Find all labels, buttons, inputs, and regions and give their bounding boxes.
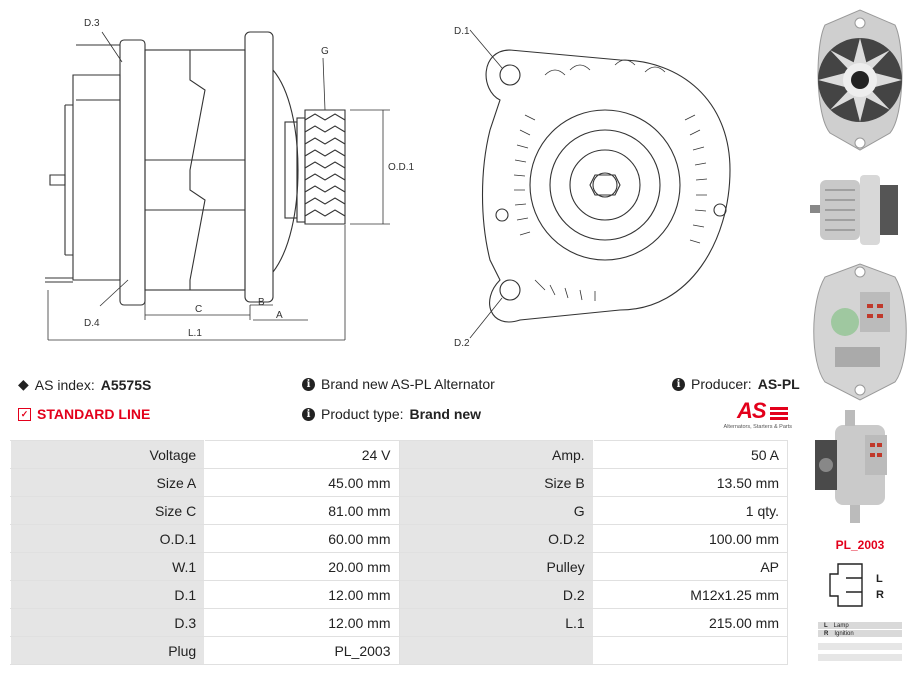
- plug-connector-icon: L R: [829, 563, 884, 607]
- logo-mark: AS: [736, 398, 767, 423]
- plug-legend: L Lamp R Ignition: [818, 622, 902, 661]
- front-view-drawing: D.1 D.2: [454, 26, 731, 349]
- spec-value: 24 V: [204, 440, 400, 469]
- spec-key: Pulley: [398, 552, 594, 581]
- spec-value: 45.00 mm: [204, 468, 400, 497]
- legend-row-empty: [818, 643, 902, 650]
- label-d4: D.4: [84, 318, 100, 329]
- product-type-label: Product type:: [321, 406, 404, 422]
- legend-desc: Lamp: [833, 622, 849, 629]
- tag-icon: ◆: [18, 376, 29, 392]
- info-icon: i: [672, 377, 685, 391]
- spec-key: D.3: [9, 608, 206, 637]
- spec-value: AP: [592, 552, 789, 581]
- check-square-icon: ✓: [18, 407, 31, 421]
- label-a: A: [276, 310, 283, 321]
- alternator-rear-photo[interactable]: [805, 262, 915, 402]
- logo-stripes: [770, 406, 788, 421]
- label-g: G: [321, 46, 329, 57]
- info-icon: i: [302, 407, 315, 421]
- spec-value: PL_2003: [204, 636, 400, 665]
- terminal-r: R: [876, 589, 884, 601]
- spec-value: [592, 636, 789, 665]
- standard-line-badge: ✓ STANDARD LINE: [18, 406, 150, 422]
- logo-tagline: Alternators, Starters & Parts: [723, 424, 792, 430]
- producer-info: i Producer: AS-PL: [672, 376, 800, 392]
- info-icon: i: [302, 377, 315, 391]
- label-d2: D.2: [454, 338, 470, 349]
- spec-key: O.D.1: [9, 524, 206, 553]
- spec-key: W.1: [9, 552, 206, 581]
- brand-info: i Brand new AS-PL Alternator: [302, 376, 495, 392]
- producer-value: AS-PL: [757, 376, 800, 392]
- side-view-drawing: D.3 G O.D.1 D.4 C B A L.1: [45, 18, 415, 341]
- spec-value: 81.00 mm: [204, 496, 400, 525]
- spec-key: Size B: [398, 468, 594, 497]
- spec-key: Size A: [9, 468, 206, 497]
- as-index: ◆ AS index: A5575S: [18, 376, 151, 393]
- spec-value: 20.00 mm: [204, 552, 400, 581]
- spec-key: D.2: [398, 580, 594, 609]
- legend-code: R: [824, 630, 829, 637]
- brand-text: Brand new AS-PL Alternator: [321, 376, 495, 392]
- spec-key: [398, 636, 594, 665]
- spec-value: 12.00 mm: [204, 608, 400, 637]
- legend-code: L: [824, 622, 828, 629]
- spec-key: Plug: [9, 636, 206, 665]
- terminal-l: L: [876, 573, 883, 585]
- product-type-value: Brand new: [409, 406, 482, 422]
- spec-value: 1 qty.: [592, 496, 789, 525]
- legend-row: R Ignition: [818, 630, 902, 637]
- spec-value: 13.50 mm: [592, 468, 789, 497]
- as-index-value: A5575S: [100, 376, 152, 393]
- label-c: C: [195, 304, 202, 315]
- spec-value: 12.00 mm: [204, 580, 400, 609]
- label-b: B: [258, 297, 265, 308]
- spec-value: 215.00 mm: [592, 608, 789, 637]
- alternator-side-photo[interactable]: [805, 160, 915, 260]
- spec-key: L.1: [398, 608, 594, 637]
- producer-label: Producer:: [691, 376, 752, 392]
- alternator-angle-photo[interactable]: [805, 405, 915, 527]
- product-type-info: i Product type: Brand new: [302, 406, 481, 422]
- label-d3: D.3: [84, 18, 100, 29]
- as-index-label: AS index:: [34, 376, 95, 393]
- spec-key: Amp.: [398, 440, 594, 469]
- spec-value: 100.00 mm: [592, 524, 789, 553]
- label-l1: L.1: [188, 328, 202, 339]
- legend-desc: Ignition: [834, 630, 854, 637]
- spec-key: D.1: [9, 580, 206, 609]
- spec-key: O.D.2: [398, 524, 594, 553]
- spec-key: G: [398, 496, 594, 525]
- spec-key: Size C: [9, 496, 206, 525]
- label-d1: D.1: [454, 26, 470, 37]
- spec-value: 50 A: [592, 440, 789, 469]
- standard-line-label: STANDARD LINE: [37, 406, 151, 422]
- as-pl-logo: AS Alternators, Starters & Parts: [712, 398, 792, 430]
- spec-key: Voltage: [9, 440, 206, 469]
- legend-row: L Lamp: [818, 622, 902, 629]
- alternator-front-photo[interactable]: [805, 5, 915, 153]
- label-od1: O.D.1: [388, 162, 415, 173]
- plug-title: PL_2003: [835, 538, 885, 552]
- spec-value: M12x1.25 mm: [592, 580, 789, 609]
- legend-row-empty: [818, 654, 902, 661]
- spec-value: 60.00 mm: [204, 524, 400, 553]
